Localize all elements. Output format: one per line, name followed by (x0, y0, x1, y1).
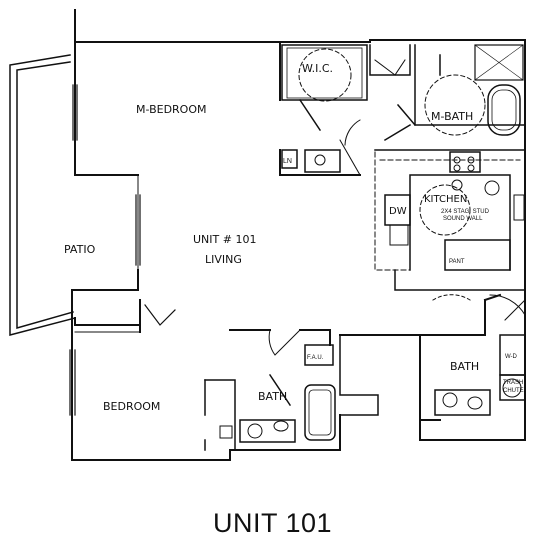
label-stud-note-2: SOUND WALL (443, 216, 483, 222)
second-bath (434, 334, 526, 416)
label-master-bedroom: M-BEDROOM (136, 103, 207, 116)
label-patio: PATIO (64, 243, 96, 256)
label-kitchen: KITCHEN (424, 194, 467, 205)
kitchen (374, 149, 526, 291)
label-second-bath: BATH (450, 360, 479, 373)
label-walk-in-closet: W.I.C. (302, 62, 333, 75)
label-pantry: PANT (449, 259, 465, 265)
hall-bath (204, 344, 336, 451)
label-trash-chute-2: CHUTE (503, 388, 524, 394)
plan-title: UNIT 101 (212, 508, 333, 538)
exterior-walls (71, 9, 526, 461)
label-master-bath: M-BATH (431, 110, 473, 123)
label-washer-dryer: W-D (505, 354, 518, 360)
master-bedroom-window (72, 84, 141, 266)
patio-outline (9, 54, 76, 336)
label-trash-chute-1: TRASH (503, 380, 523, 386)
master-bath (369, 44, 526, 142)
label-stud-note-1: 2X4 STAG. STUD (441, 209, 490, 215)
label-hall-bath: BATH (258, 390, 287, 403)
walk-in-closet (281, 44, 368, 132)
bedroom-window (69, 304, 176, 416)
label-unit-number: UNIT # 101 (193, 233, 256, 246)
label-living: LIVING (205, 253, 242, 266)
linen-area (281, 149, 341, 173)
label-linen: LN (283, 158, 292, 165)
label-fau: F.A.U. (307, 355, 324, 361)
label-dishwasher: DW (389, 206, 407, 217)
doors (268, 119, 526, 356)
label-bedroom: BEDROOM (103, 400, 160, 413)
